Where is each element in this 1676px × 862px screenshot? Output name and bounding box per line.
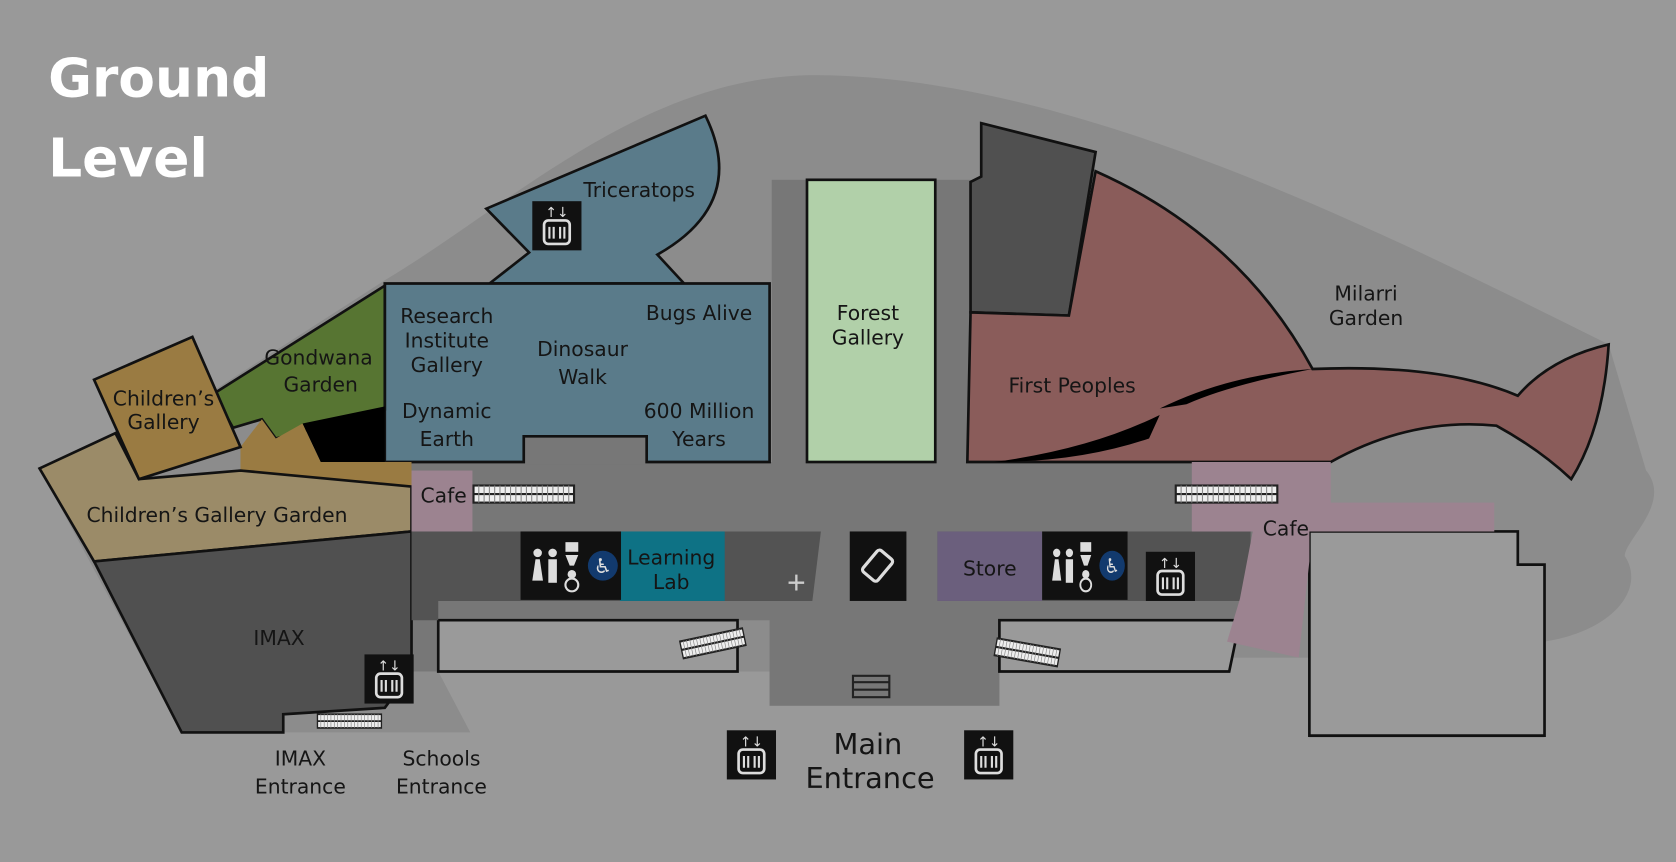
label-first-peoples: First Peoples bbox=[1008, 374, 1135, 398]
label-gondwana-2: Garden bbox=[283, 372, 357, 396]
label-cafe-left: Cafe bbox=[420, 484, 466, 508]
corridors bbox=[411, 179, 1253, 706]
label-milarri-2: Garden bbox=[1329, 306, 1403, 330]
area-forest-gallery bbox=[805, 178, 937, 464]
restroom-icon bbox=[1041, 530, 1129, 601]
label-triceratops: Triceratops bbox=[582, 178, 695, 202]
label-600m-1: 600 Million bbox=[644, 399, 755, 423]
area-first-peoples bbox=[965, 169, 1611, 482]
label-childrens-gallery-2: Gallery bbox=[127, 410, 199, 434]
label-research-3: Gallery bbox=[411, 353, 483, 377]
first-aid-icon: + bbox=[787, 564, 806, 600]
outline-wings bbox=[436, 530, 1546, 737]
label-learning-lab-1: Learning bbox=[627, 546, 715, 570]
label-schools-entrance-1: Schools bbox=[402, 747, 480, 771]
label-bugs-alive: Bugs Alive bbox=[646, 301, 752, 325]
area-cafe-left bbox=[411, 470, 473, 532]
label-research-1: Research bbox=[400, 304, 493, 328]
label-schools-entrance-2: Entrance bbox=[396, 774, 487, 798]
escalator-icon bbox=[316, 713, 383, 729]
label-childrens-garden: Children’s Gallery Garden bbox=[86, 503, 347, 527]
lift-icon bbox=[962, 728, 1015, 781]
restroom-icon bbox=[519, 530, 623, 601]
lift-icon bbox=[530, 199, 583, 252]
label-cafe-right: Cafe bbox=[1263, 517, 1309, 541]
level-title-line2: Level bbox=[48, 127, 208, 190]
escalator-icon bbox=[1174, 484, 1279, 504]
lift-icon bbox=[725, 728, 778, 781]
area-childrens-gallery-approach bbox=[240, 419, 412, 487]
label-imax-entrance-1: IMAX bbox=[275, 747, 326, 771]
label-main-entrance-2: Entrance bbox=[805, 761, 934, 795]
label-600m-2: Years bbox=[671, 427, 726, 451]
area-childrens-gallery bbox=[92, 335, 243, 481]
label-dynamic-1: Dynamic bbox=[402, 399, 492, 423]
label-forest-1: Forest bbox=[837, 301, 899, 325]
stairs-icon bbox=[851, 674, 891, 699]
label-childrens-gallery-1: Children’s bbox=[113, 386, 214, 410]
area-store bbox=[937, 531, 1043, 601]
label-dinosaur-2: Walk bbox=[558, 365, 607, 389]
label-gondwana-1: Gondwana bbox=[264, 346, 372, 370]
label-learning-lab-2: Lab bbox=[653, 570, 690, 594]
area-cafe-right bbox=[1191, 461, 1495, 658]
area-blue-galleries bbox=[383, 282, 771, 464]
area-learning-lab bbox=[619, 531, 725, 601]
level-title-line1: Ground bbox=[48, 46, 269, 109]
family-room bbox=[302, 406, 385, 462]
label-forest-2: Gallery bbox=[832, 325, 904, 349]
label-main-entrance-1: Main bbox=[833, 727, 902, 761]
label-dynamic-2: Earth bbox=[420, 427, 474, 451]
label-milarri-1: Milarri bbox=[1334, 282, 1397, 306]
label-imax-entrance-2: Entrance bbox=[255, 774, 346, 798]
label-dinosaur-1: Dinosaur bbox=[537, 337, 628, 361]
lift-icon bbox=[363, 653, 415, 705]
ticket-icon bbox=[849, 531, 907, 601]
label-store: Store bbox=[963, 556, 1017, 580]
label-research-2: Institute bbox=[405, 329, 489, 353]
escalator-icon bbox=[472, 484, 576, 504]
label-imax: IMAX bbox=[253, 626, 304, 650]
lift-icon bbox=[1144, 550, 1197, 603]
